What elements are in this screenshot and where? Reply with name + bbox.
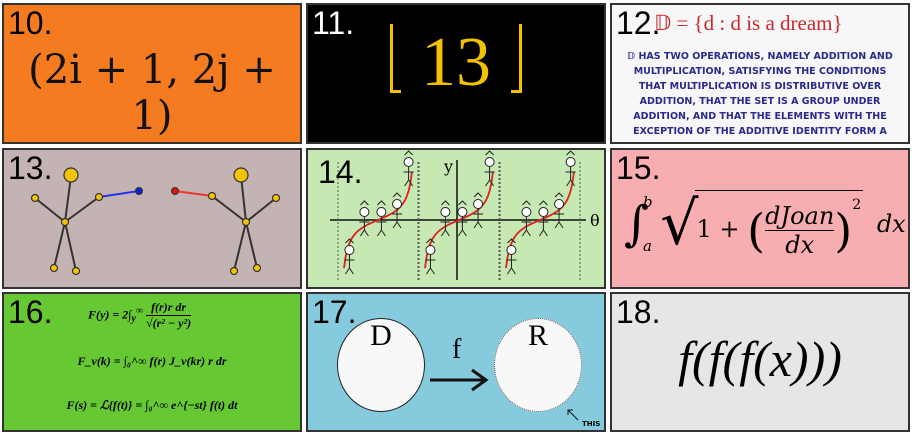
- abel-transform: F(y) = 2∫y∞ f(r)r dr√(r² − y²): [88, 300, 192, 331]
- numerator: f(r)r dr: [151, 300, 187, 314]
- panel-number: 17.: [312, 294, 357, 330]
- domain-circle: D: [337, 318, 425, 412]
- stick-figure-icon: [376, 200, 387, 237]
- panel-16: 16. F(y) = 2∫y∞ f(r)r dr√(r² − y²) F_ν(k…: [2, 292, 302, 432]
- stick-figure-icon: [425, 238, 436, 275]
- head-icon: [233, 167, 249, 183]
- stick-figure-icon: [440, 200, 451, 237]
- lower-limit: a: [643, 237, 652, 255]
- panel-number: 15.: [616, 150, 661, 186]
- stick-figure-icon: [457, 200, 468, 237]
- stick-figure-icon: [484, 150, 495, 187]
- head-icon: [63, 167, 79, 183]
- stick-figure-icon: [506, 238, 517, 275]
- formula: 13: [421, 24, 491, 101]
- function-label: f: [452, 334, 462, 365]
- tangent-plot: y θ: [330, 150, 600, 282]
- panel-number: 12.: [616, 5, 661, 41]
- stick-figure-icon: [392, 192, 403, 229]
- floor-formula: 13: [308, 23, 604, 103]
- panel-number: 13.: [8, 150, 53, 186]
- stick-figure-icon: [359, 200, 370, 237]
- numerator: dJoan: [765, 201, 835, 230]
- hankel-transform: F_ν(k) = ∫₀^∞ f(r) J_ν(kr) r dr: [77, 354, 227, 368]
- arrow-icon: [430, 368, 579, 421]
- panel-18: 18. f(f(f(x))): [610, 292, 910, 432]
- y-axis-label: y: [443, 157, 453, 176]
- stick-figure-icon: [344, 238, 355, 275]
- panel-number: 10.: [8, 5, 53, 41]
- panel-12: 12. 𝔻 = {d : d is a dream} 𝔻 HAS TWO OPE…: [610, 3, 910, 144]
- set-definition: 𝔻 = {d : d is a dream}: [654, 11, 843, 35]
- panel-number: 11.: [312, 5, 355, 41]
- upper-limit: ∞: [135, 305, 144, 317]
- exponent: 2: [852, 196, 862, 213]
- stick-figure-icon: [473, 192, 484, 229]
- panel-number: 18.: [616, 294, 661, 330]
- panel-number: 14.: [318, 154, 363, 190]
- stick-figure-icon: [403, 150, 414, 187]
- stick-figure-icon: [554, 192, 565, 229]
- denominator: √(r² − y²): [146, 315, 192, 330]
- panel-17: 17. D R f THIS: [306, 292, 606, 432]
- this-note: THIS: [582, 420, 601, 428]
- denominator: dx: [765, 229, 835, 259]
- domain-label: D: [370, 319, 392, 352]
- upper-limit: b: [643, 193, 653, 211]
- range-label: R: [527, 319, 548, 352]
- differential: dx: [876, 210, 906, 238]
- formula-line: F(y) = 2∫: [88, 307, 132, 322]
- panel-14: y θ 14.: [306, 148, 606, 289]
- panel-number: 16.: [8, 294, 53, 330]
- laplace-transform: F(s) = ℒ{f(t)} = ∫₀^∞ e^{−st} f(t) dt: [66, 398, 238, 412]
- range-circle: R: [494, 318, 582, 412]
- stick-figures: [30, 167, 281, 276]
- x-axis-label: θ: [590, 211, 600, 230]
- lower-limit: y: [131, 313, 136, 325]
- stick-figure-icon: [538, 200, 549, 237]
- formula: f(f(f(x))): [678, 331, 842, 387]
- definition-text: 𝔻 HAS TWO OPERATIONS, NAMELY ADDITION AN…: [627, 51, 893, 142]
- panel-10: 10. (2i + 1, 2j + 1): [2, 3, 302, 144]
- panel-11: 11. 13: [306, 3, 606, 144]
- panel-13: 13.: [2, 148, 302, 289]
- formula: (2i + 1, 2j + 1): [28, 47, 276, 139]
- stick-figure-icon: [521, 200, 532, 237]
- stick-figure-icon: [565, 150, 576, 187]
